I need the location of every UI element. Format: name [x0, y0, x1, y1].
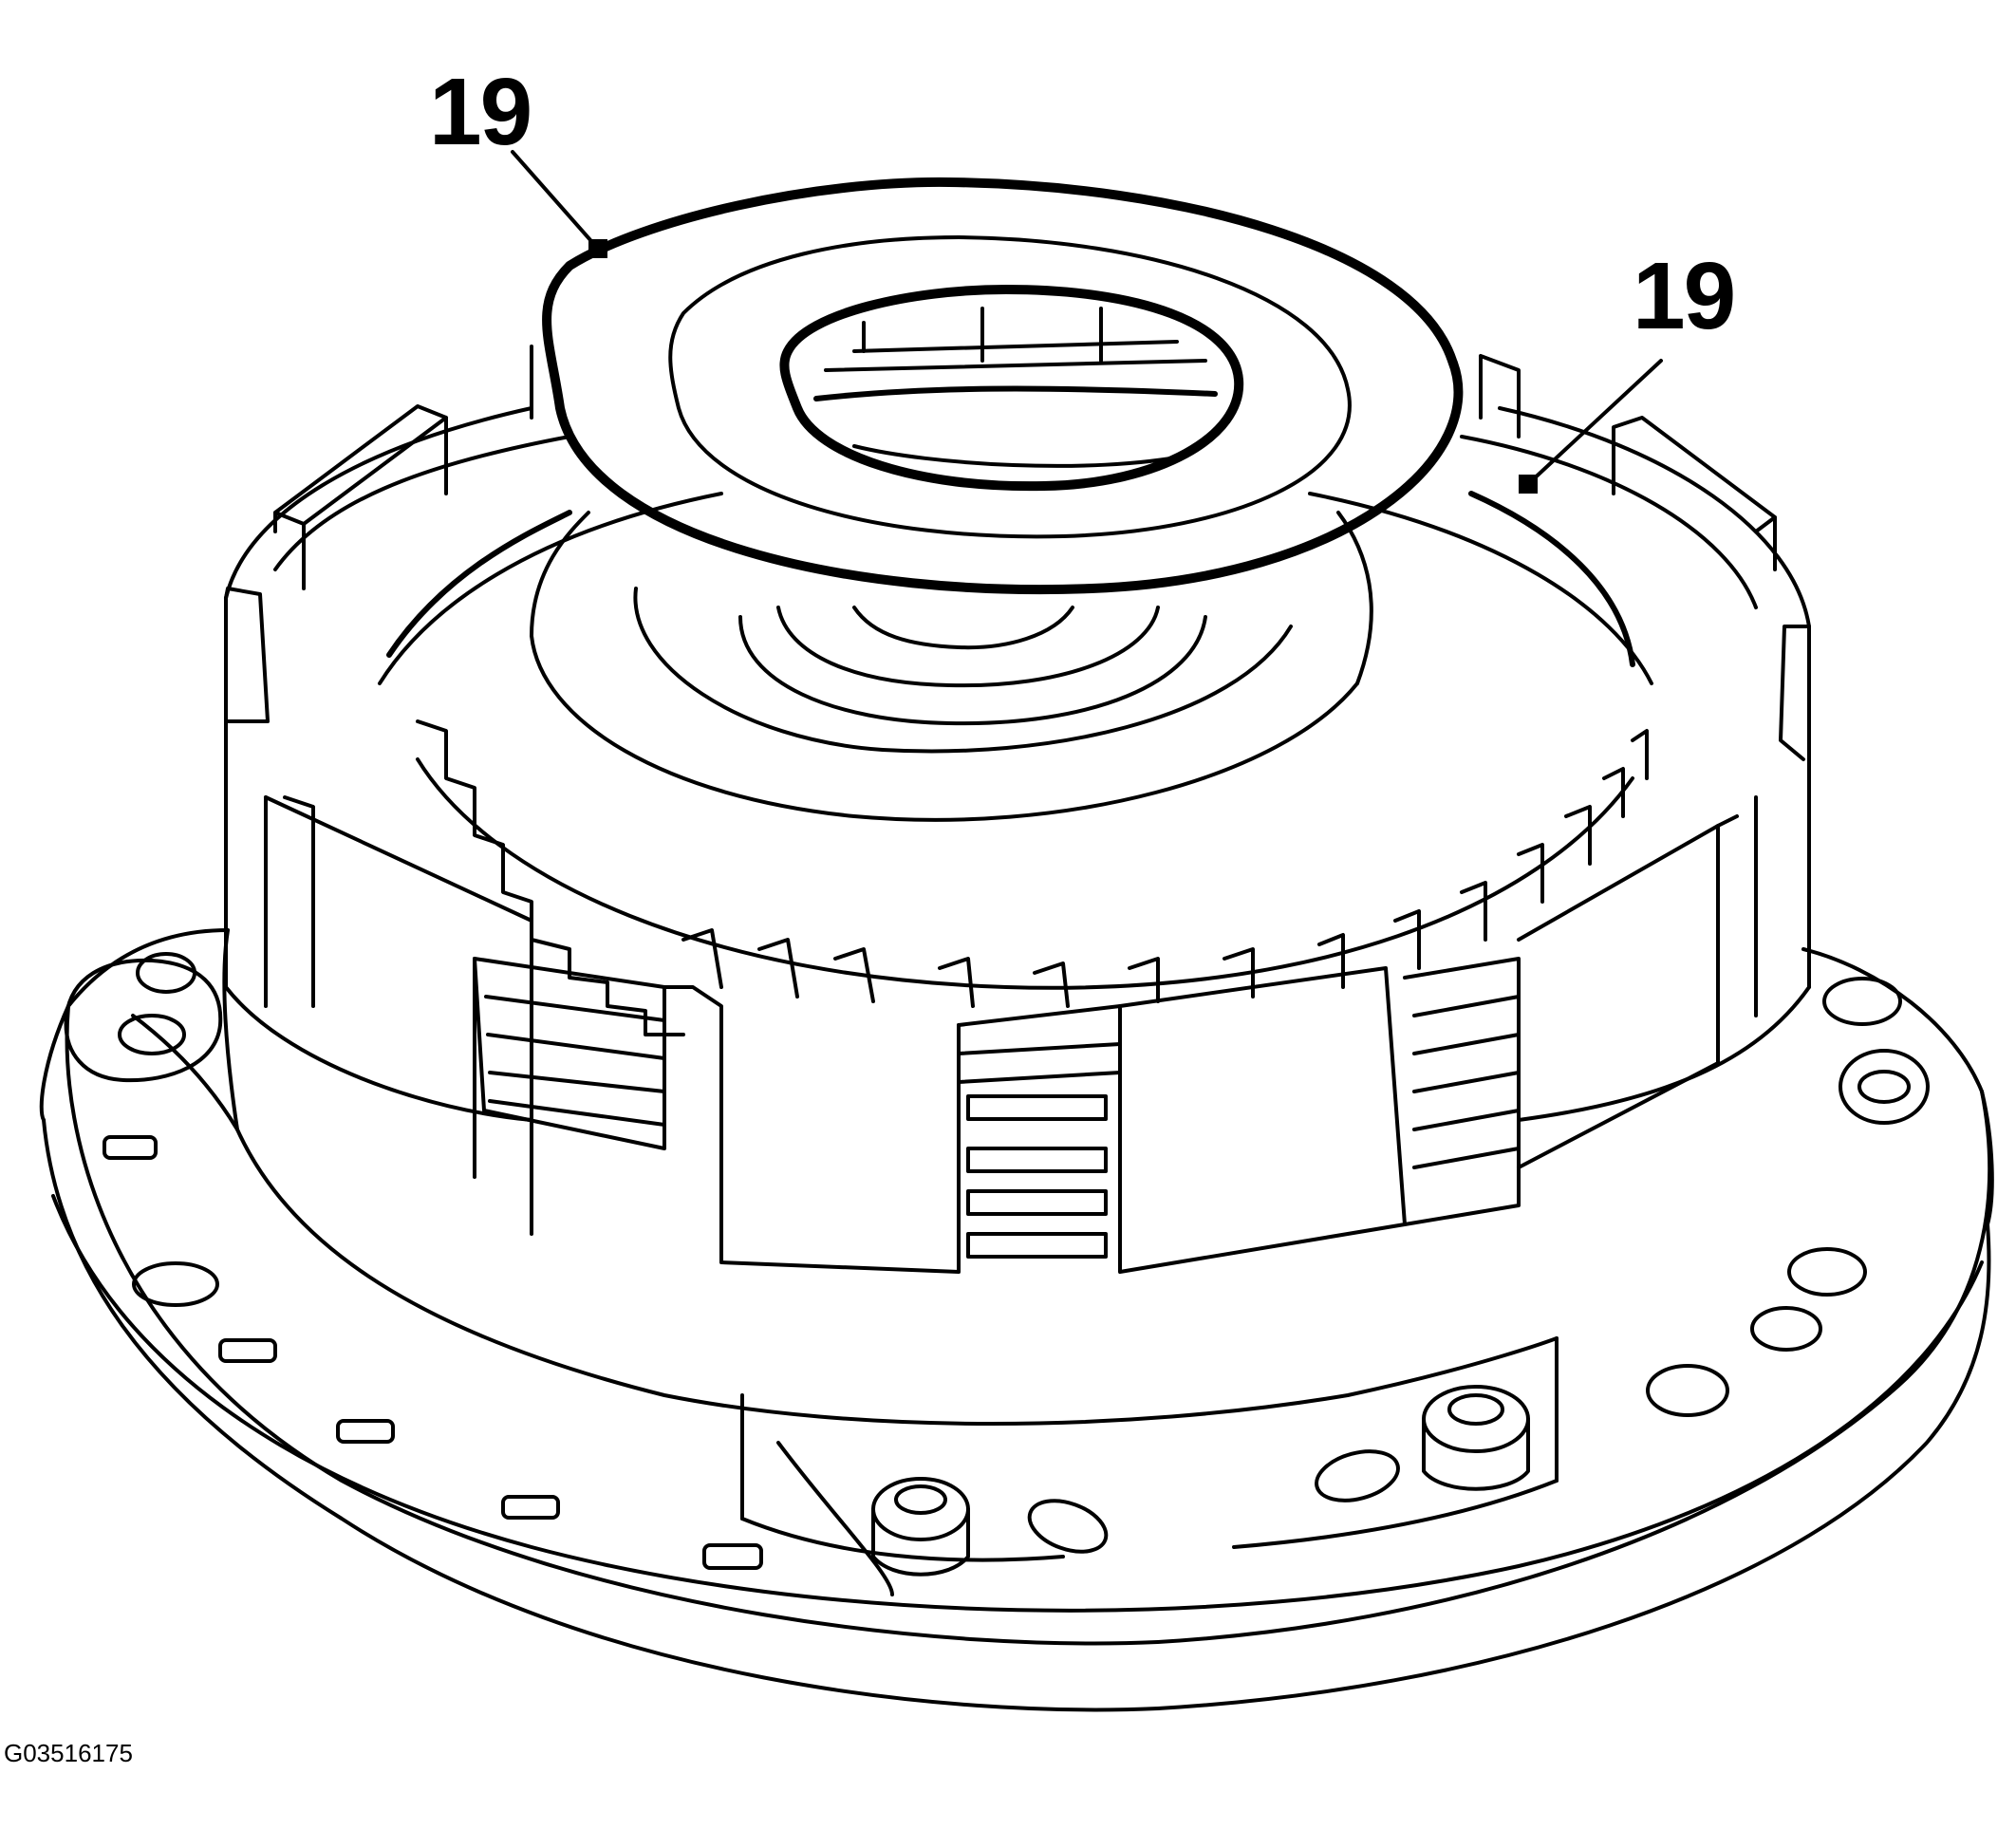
figure-id: G03516175 [4, 1739, 133, 1767]
center-hub [530, 511, 1373, 822]
flange-bosses [64, 952, 1930, 1570]
lower-hub [235, 1128, 1559, 1596]
splined-hub [378, 491, 1653, 1036]
callout-label: 19 [429, 59, 532, 165]
clutch-plates [473, 795, 1758, 1274]
callout-label: 19 [1633, 243, 1736, 349]
clutch-drum [224, 404, 1811, 1236]
base-flange [39, 928, 1994, 1712]
thrust-washer [530, 177, 1521, 595]
callout-leaders [511, 150, 1663, 494]
